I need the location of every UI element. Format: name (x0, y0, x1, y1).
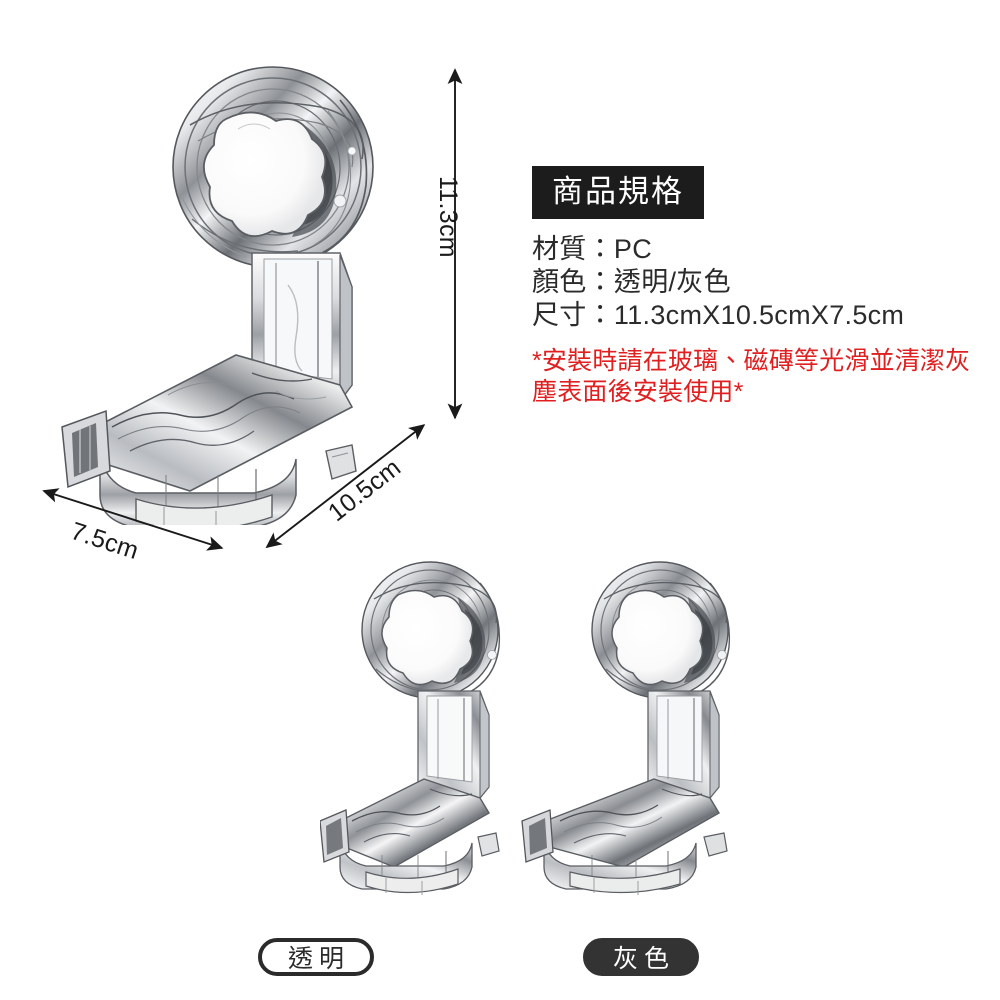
specification-panel: 商品規格 材質：PC 顏色：透明/灰色 尺寸：11.3cmX10.5cmX7.5… (532, 166, 992, 408)
spec-line-material: 材質：PC (532, 234, 653, 264)
main-product-image (40, 55, 440, 525)
spec-line-list: 材質：PC 顏色：透明/灰色 尺寸：11.3cmX10.5cmX7.5cm (532, 233, 992, 332)
variant-gray-image (520, 555, 750, 925)
dimension-height-label: 11.3cm (434, 176, 462, 258)
variant-label-transparent: 透明 (258, 938, 374, 976)
installation-warning-note: *安裝時請在玻璃、磁磚等光滑並清潔灰塵表面後安裝使用* (532, 347, 971, 406)
spec-line-size: 尺寸：11.3cmX10.5cmX7.5cm (532, 300, 905, 330)
spec-header-badge: 商品規格 (532, 166, 704, 219)
variant-transparent-image (320, 555, 520, 925)
spec-line-color: 顏色：透明/灰色 (532, 267, 731, 297)
variant-label-gray: 灰色 (583, 938, 699, 976)
